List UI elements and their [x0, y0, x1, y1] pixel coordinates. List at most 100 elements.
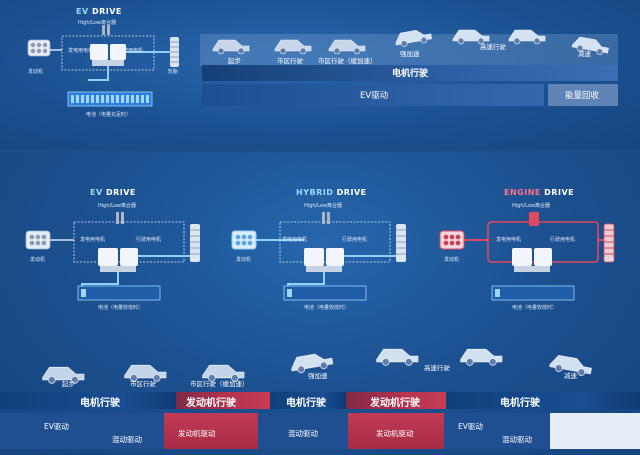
clutch-label: High/Low离合器: [78, 20, 117, 26]
motor-unit-icon: [304, 248, 344, 272]
clutch-label: High/Low离合器: [304, 203, 343, 209]
top-scene-label-decel: 减速: [578, 50, 591, 58]
bottom-scene-label-decel: 减速: [564, 372, 577, 380]
top-scene-label-city-slow: 市区行驶（缓加速）: [318, 57, 377, 65]
top-motor-band-label: 电机行驶: [392, 69, 429, 79]
top-regen-label: 能量回收: [565, 91, 600, 101]
car-hard-accel-icon: [291, 353, 334, 374]
diagram-title-suffix: DRIVE: [102, 188, 136, 197]
mode-hybrid-middle: [258, 413, 348, 449]
diagram-title-suffix: DRIVE: [540, 188, 575, 197]
drive-motor-label: 行驶用电机: [118, 48, 144, 54]
clutch-icon: [116, 212, 124, 224]
diagram-title: EV DRIVE: [76, 7, 122, 16]
diagram-title-prefix: ENGINE: [504, 188, 541, 197]
battery-label: 电池（电量较低时）: [98, 305, 144, 311]
clutch-icon: [102, 25, 110, 35]
clutch-label: High/Low离合器: [512, 203, 551, 209]
clutch-icon: [529, 212, 539, 226]
mode-white-end: [550, 413, 640, 449]
mode-engine-drive-2: [348, 413, 444, 449]
drive-motor-label: 行驶用电机: [550, 237, 576, 243]
clutch-label: High/Low离合器: [98, 203, 137, 209]
segment-engine-1: [176, 392, 270, 409]
bottom-scene-label-city-slow: 市区行驶（缓加速）: [190, 380, 249, 388]
generator-label: 发电用电机: [282, 237, 308, 243]
segment-motor-3-label: 电机行驶: [500, 398, 540, 409]
top-scene-label-city: 市区行驶: [277, 57, 303, 65]
battery-icon: [491, 285, 575, 301]
battery-label: 电池（电量充足时）: [86, 112, 132, 118]
engine-label: 发动机: [30, 257, 46, 263]
bottom-hybrid-drive-diagram: HYBRID DRIVE High/Low离合器 发电用电机 行驶用电机: [226, 186, 416, 316]
top-regen-cell: [548, 84, 618, 106]
mode-hybrid-label-1: 混动驱动: [112, 435, 142, 444]
car-highway-2-icon: [460, 348, 503, 366]
tire-icon: [170, 37, 179, 67]
bottom-scene-label-start: 起步: [62, 380, 75, 388]
bottom-ev-drive-diagram: EV DRIVE High/Low离合器 发电用电机 行驶用电机 发动机: [20, 186, 210, 316]
car-hard-accel-icon: [395, 30, 433, 47]
tire-icon: [603, 223, 615, 263]
mode-engine-drive-1: [164, 413, 258, 449]
top-scene-label-highway: 高速行驶: [480, 43, 506, 51]
clutch-icon: [322, 212, 330, 224]
car-highway-2-icon: [508, 29, 546, 45]
drive-motor-label: 行驶用电机: [342, 237, 368, 243]
top-ev-drive-diagram: EV DRIVE High/Low离合器: [20, 4, 190, 124]
tire-label: 轮胎: [396, 257, 407, 263]
top-car-icons: [212, 29, 609, 55]
mode-hybrid-label-2: 混动驱动: [288, 429, 318, 438]
top-ev-row: [202, 84, 544, 106]
tire-label: 轮胎: [190, 257, 201, 263]
car-city-icon: [124, 364, 167, 382]
engine-icon: [439, 230, 465, 250]
diagram-title: EV DRIVE: [90, 188, 136, 197]
battery-icon: [67, 91, 153, 107]
car-highway-icon: [452, 29, 490, 45]
mode-row-right: [444, 413, 550, 449]
engine-label: 发动机: [444, 257, 460, 263]
mode-hybrid-label-3: 混动驱动: [502, 435, 532, 444]
top-scene-label-start: 起步: [228, 57, 241, 65]
segment-motor-2: [270, 392, 346, 409]
battery-label: 电池（电量较低时）: [304, 305, 350, 311]
bottom-scene-label-highway: 高速行驶: [424, 364, 450, 372]
segment-engine-2: [346, 392, 446, 409]
motor-unit-icon: [90, 44, 126, 66]
diagram-title-prefix: HYBRID: [296, 188, 334, 197]
battery-icon: [77, 285, 161, 301]
engine-icon: [27, 39, 51, 57]
powertrain-schematic: [231, 212, 406, 301]
powertrain-schematic: [25, 212, 200, 301]
diagram-title: ENGINE DRIVE: [504, 188, 574, 197]
mode-row-left: [0, 413, 164, 449]
top-scene-label-hard-accel: 强加速: [400, 50, 420, 58]
diagram-title-suffix: DRIVE: [88, 7, 122, 16]
generator-label: 发电用电机: [68, 48, 94, 54]
top-motor-band: [202, 65, 618, 81]
diagram-title-prefix: EV: [76, 7, 89, 16]
tire-label: 轮胎: [168, 69, 179, 75]
battery-label: 电池（电量较低时）: [512, 305, 558, 311]
generator-label: 发电用电机: [496, 237, 522, 243]
bottom-car-icons: [42, 348, 592, 384]
generator-label: 发电用电机: [80, 237, 106, 243]
car-city-slow-accel-icon: [202, 364, 245, 382]
bottom-engine-drive-diagram: ENGINE DRIVE High/Low离合器 发电用电机 行驶用电机 发动机: [434, 186, 624, 316]
engine-label: 发动机: [28, 69, 44, 75]
tire-icon: [190, 224, 200, 262]
engine-icon: [25, 230, 51, 250]
diagram-title-prefix: EV: [90, 188, 103, 197]
car-city-icon: [274, 39, 312, 55]
diagram-title: HYBRID DRIVE: [296, 188, 367, 197]
top-ev-label: EV驱动: [360, 91, 389, 101]
car-decel-icon: [549, 354, 592, 376]
mode-ev-label-1: EV驱动: [44, 422, 69, 431]
segment-engine-2-label: 发动机行驶: [370, 398, 420, 409]
segment-motor-2-label: 电机行驶: [286, 398, 326, 409]
motor-unit-icon: [98, 248, 138, 272]
car-city-slow-accel-icon: [328, 39, 366, 55]
powertrain-schematic: [27, 25, 179, 107]
car-start-icon: [212, 39, 250, 55]
